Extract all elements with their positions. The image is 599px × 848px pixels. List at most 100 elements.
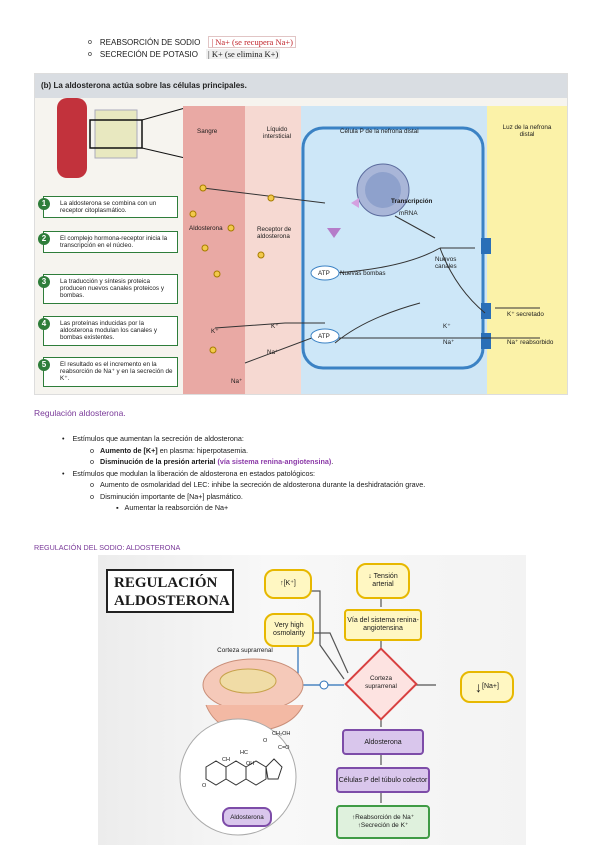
step-text: Las proteínas inducidas por la aldostero…: [60, 320, 157, 342]
celulas-p-box: Células P del túbulo colector: [336, 767, 430, 793]
bullet-circle-icon: o: [90, 445, 100, 455]
list-item-note: | K+ (se elimina K+): [206, 49, 281, 59]
label-luz: Luz de la nefrona distal: [502, 124, 552, 139]
corteza-diamond-label: Corteza suprarrenal: [365, 675, 397, 690]
label-na-reabsorbido: Na⁺ reabsorbido: [507, 339, 554, 346]
chem-label: CH: [222, 757, 230, 763]
section-title: Regulación aldosterona.: [34, 408, 126, 418]
sub-sub-bullet-item: ▪ Aumentar la reabsorción de Na+: [62, 502, 582, 514]
chem-label: OH: [246, 761, 255, 767]
bullet-bold: Aumento de [K+]: [100, 445, 158, 455]
label-k-blood: K⁺: [211, 328, 219, 335]
step-number: 2: [38, 233, 50, 245]
bullet-circle-icon: o: [90, 491, 100, 501]
label-nuevos-canales: Nuevos canales: [435, 256, 457, 271]
step-number: 5: [38, 359, 50, 371]
step-box-3: 3 La traducción y síntesis proteica prod…: [38, 274, 178, 304]
tension-box: ↓ Tensión arterial: [356, 563, 410, 599]
label-celula: Célula P de la nefrona distal: [340, 128, 419, 135]
chem-label: CH₂OH: [272, 731, 291, 737]
step-box-1: 1 La aldosterona se combina con un recep…: [38, 196, 178, 219]
down-arrow-icon: ↓: [475, 678, 483, 695]
sub-bullet-item: o Aumento de osmolaridad del LEC: inhibe…: [62, 479, 582, 491]
list-item-label: SECRECIÓN DE POTASIO: [99, 49, 198, 59]
step-text: El resultado es el incremento en la reab…: [60, 361, 173, 383]
list-item: o REABSORCIÓN DE SODIO | Na+ (se recuper…: [88, 36, 388, 48]
chem-label: O: [263, 738, 268, 744]
bullet-text: Aumento de osmolaridad del LEC: inhibe l…: [100, 480, 426, 489]
aldosterona-molecule-label: Aldosterona: [222, 807, 272, 827]
label-mrna: mRNA: [399, 210, 418, 217]
step-box-4: 4 Las proteínas inducidas por la aldoste…: [38, 316, 178, 346]
bullet-text: Aumentar la reabsorción de Na+: [124, 503, 229, 512]
label-nuevas-bombas: Nuevas bombas: [340, 270, 386, 277]
bullet-list: • Estímulos que aumentan la secreción de…: [62, 433, 582, 514]
via-renina-box: Vía del sistema renina-angiotensina: [344, 609, 422, 641]
figure-header: [35, 74, 567, 98]
figure-title-line1: REGULACIÓN: [114, 575, 218, 591]
sub-bullet-item: o Disminución de la presión arterial (ví…: [62, 456, 582, 468]
bullet-circle-icon: o: [90, 480, 100, 489]
label-na-interstitial: Na⁺: [267, 349, 279, 356]
label-sangre: Sangre: [197, 128, 218, 135]
step-number: 4: [38, 318, 50, 330]
sub-bullet-item: o Aumento de [K+] en plasma: hiperpotase…: [62, 445, 582, 457]
label-atp-1: ATP: [318, 270, 330, 277]
bullet-item: • Estímulos que aumentan la secreción de…: [62, 433, 582, 445]
bullet-circle-icon: o: [88, 50, 92, 58]
list-item-label: REABSORCIÓN DE SODIO: [99, 37, 201, 47]
bullet-text: en plasma: hiperpotasemia.: [157, 445, 248, 455]
bullet-text: Disminución importante de [Na+] plasmáti…: [100, 491, 243, 501]
label-k-cell: K⁺: [443, 323, 451, 330]
step-box-2: 2 El complejo hormona-receptor inicia la…: [38, 231, 178, 254]
result-line: ↑Secreción de K⁺: [357, 822, 409, 829]
figure-caption: (b) La aldosterona actúa sobre las célul…: [41, 81, 247, 90]
step-text: El complejo hormona-receptor inicia la t…: [60, 235, 168, 250]
cell-diagram: [57, 98, 567, 394]
step-number: 3: [38, 276, 50, 288]
result-line: ↑Reabsorción de Na⁺: [351, 814, 415, 821]
label-k-secretado: K⁺ secretado: [507, 311, 544, 318]
aldosterone-regulation-figure: REGULACIÓN ALDOSTERONA CH₂: [98, 555, 526, 845]
chem-label: HC: [240, 750, 248, 756]
bullet-text: Estímulos que modulan la liberación de a…: [72, 468, 316, 478]
label-na-cell: Na⁺: [443, 339, 455, 346]
label-aldosterona: Aldosterona: [189, 225, 223, 232]
chem-label: C=O: [278, 745, 290, 751]
na-label: [Na+]: [482, 682, 499, 690]
step-text: La traducción y síntesis proteica produc…: [60, 278, 164, 300]
bullet-icon: •: [62, 468, 73, 478]
bullet-text: Estímulos que aumentan la secreción de a…: [72, 434, 244, 443]
label-na-blood: Na⁺: [231, 378, 243, 385]
step-text: La aldosterona se combina con un recepto…: [60, 200, 157, 215]
bullet-circle-icon: o: [88, 38, 92, 46]
label-receptor: Receptor de aldosterona: [257, 226, 292, 241]
figure-title-line2: ALDOSTERONA: [114, 593, 230, 609]
label-transcripcion: Transcripción: [391, 198, 433, 205]
aldosterona-box: Aldosterona: [342, 729, 424, 755]
list-item-note: | Na+ (se recupera Na+): [208, 36, 296, 48]
step-number: 1: [38, 198, 50, 210]
chem-label: O: [202, 783, 207, 789]
regulation-arrows: [179, 590, 436, 836]
na-decrease-box: ↓[Na+]: [460, 671, 514, 703]
vessel-icon: [57, 98, 186, 178]
corteza-label: Corteza suprarrenal: [217, 647, 273, 654]
step-box-5: 5 El resultado es el incremento en la re…: [38, 357, 178, 387]
label-atp-2: ATP: [318, 333, 330, 340]
bullet-icon: •: [62, 434, 73, 443]
top-list: o REABSORCIÓN DE SODIO | Na+ (se recuper…: [88, 36, 388, 60]
bullet-purple: (vía sistema renina-angiotensina): [217, 457, 332, 466]
bullet-text: .: [331, 457, 334, 466]
osmolarity-box: Very high osmolarity: [264, 613, 314, 647]
bullet-item: • Estímulos que modulan la liberación de…: [62, 468, 582, 480]
label-liquido: Líquido intersticial: [263, 126, 291, 141]
list-item: o SECRECIÓN DE POTASIO | K+ (se elimina …: [88, 48, 388, 60]
sub-bullet-item: o Disminución importante de [Na+] plasmá…: [62, 491, 582, 503]
bullet-square-icon: ▪: [116, 503, 125, 512]
result-box: ↑Reabsorción de Na⁺ ↑Secreción de K⁺: [336, 805, 430, 839]
k-increase-box: ↑[K⁺]: [264, 569, 312, 599]
section-heading-sodium: REGULACIÓN DEL SODIO: ALDOSTERONA: [34, 543, 181, 552]
label-k-interstitial: K⁺: [271, 323, 279, 330]
bullet-bold: Disminución de la presión arterial: [100, 457, 216, 466]
